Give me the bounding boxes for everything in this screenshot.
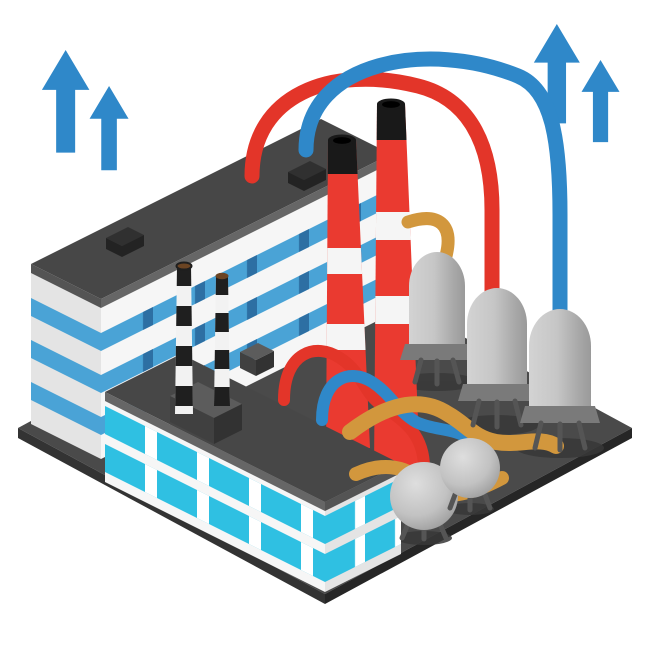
window-band-dividers xyxy=(101,230,391,393)
wall-vent-side xyxy=(240,352,256,376)
up-arrow-icon xyxy=(89,86,129,171)
window-row-dividers xyxy=(105,406,325,544)
up-arrows xyxy=(41,24,620,171)
chimney-stripe xyxy=(175,346,193,366)
tank-body xyxy=(409,252,465,356)
tank-leg xyxy=(470,398,482,428)
pipe-orange-ground-back xyxy=(342,396,564,454)
sphere-tank-2 xyxy=(440,438,500,513)
roof-edge xyxy=(105,392,325,511)
chimney-left xyxy=(175,261,193,414)
tank-skirt xyxy=(458,384,536,401)
chimney-stripe xyxy=(214,313,230,332)
pipe-blue-overhead xyxy=(298,51,568,332)
tank-skirt xyxy=(520,406,600,423)
tank-body xyxy=(467,288,527,396)
roof-vent-side xyxy=(304,169,326,191)
window-row-dividers xyxy=(105,444,325,582)
roof-vent xyxy=(288,161,326,191)
roof-edge xyxy=(31,264,101,308)
chimney-opening xyxy=(215,272,229,280)
roof-edge xyxy=(101,154,391,308)
wall-vent-top xyxy=(240,343,274,360)
chimney-stripe xyxy=(214,276,230,295)
chimney-opening xyxy=(175,261,193,271)
sphere-leg xyxy=(437,521,449,541)
chimney-stripe xyxy=(175,306,193,326)
pipe-blue-lower xyxy=(316,370,476,452)
tank-legs xyxy=(412,357,462,387)
window-band xyxy=(31,382,101,435)
up-arrow-icon xyxy=(533,24,580,124)
storage-tank-1 xyxy=(400,252,474,387)
roof-vent-top xyxy=(106,227,144,246)
window-row-dividers xyxy=(325,478,401,544)
platform-side-right xyxy=(325,428,632,604)
window-row-dividers xyxy=(325,516,401,582)
front-building xyxy=(105,354,401,592)
tank-leg xyxy=(412,357,424,385)
chimney-stripe xyxy=(214,350,230,369)
sphere-leg xyxy=(399,521,411,541)
sphere-legs xyxy=(447,489,493,513)
tank-leg xyxy=(532,420,544,451)
tank-leg xyxy=(450,357,462,385)
window-band xyxy=(31,298,101,351)
chimney-right xyxy=(214,272,230,406)
roof-vent-side xyxy=(288,172,304,191)
storage-tank-2 xyxy=(458,288,536,430)
storage-tank-3 xyxy=(520,309,600,453)
up-arrow-icon xyxy=(41,50,90,153)
roof-vent-side xyxy=(106,238,122,257)
chimney-body xyxy=(214,276,230,406)
window-band xyxy=(31,340,101,393)
tank-leg xyxy=(576,420,588,451)
wall-vent xyxy=(240,343,274,376)
sphere-tank-1 xyxy=(390,462,458,542)
up-arrow-icon xyxy=(581,60,620,143)
sphere-body xyxy=(440,438,500,498)
tank-skirt xyxy=(400,344,474,360)
window-band-dividers xyxy=(101,188,391,351)
tank-legs xyxy=(470,398,524,430)
smokestack-opening xyxy=(333,137,351,144)
sphere-leg xyxy=(481,489,493,511)
sphere-body xyxy=(390,462,458,530)
sphere-leg xyxy=(447,489,459,511)
pipe-red-overhead xyxy=(244,71,500,310)
smokestack-stripe-white xyxy=(326,324,370,350)
tank-leg xyxy=(512,398,524,428)
pedestal-side xyxy=(214,404,242,444)
roof-vent-top xyxy=(288,161,326,180)
roof-vent-side xyxy=(122,235,144,257)
platform-side-left xyxy=(18,428,325,604)
chimney-stripe xyxy=(175,266,193,286)
tank-body xyxy=(529,309,591,418)
chimney-body xyxy=(175,266,193,414)
chimney-stripe xyxy=(175,386,193,406)
wall-vent-side xyxy=(256,351,274,376)
roof-vent xyxy=(106,227,144,257)
smokestack-opening xyxy=(382,101,400,108)
tank-legs xyxy=(532,420,588,453)
roof-edge xyxy=(325,464,401,511)
chimney-stripe xyxy=(214,387,230,406)
